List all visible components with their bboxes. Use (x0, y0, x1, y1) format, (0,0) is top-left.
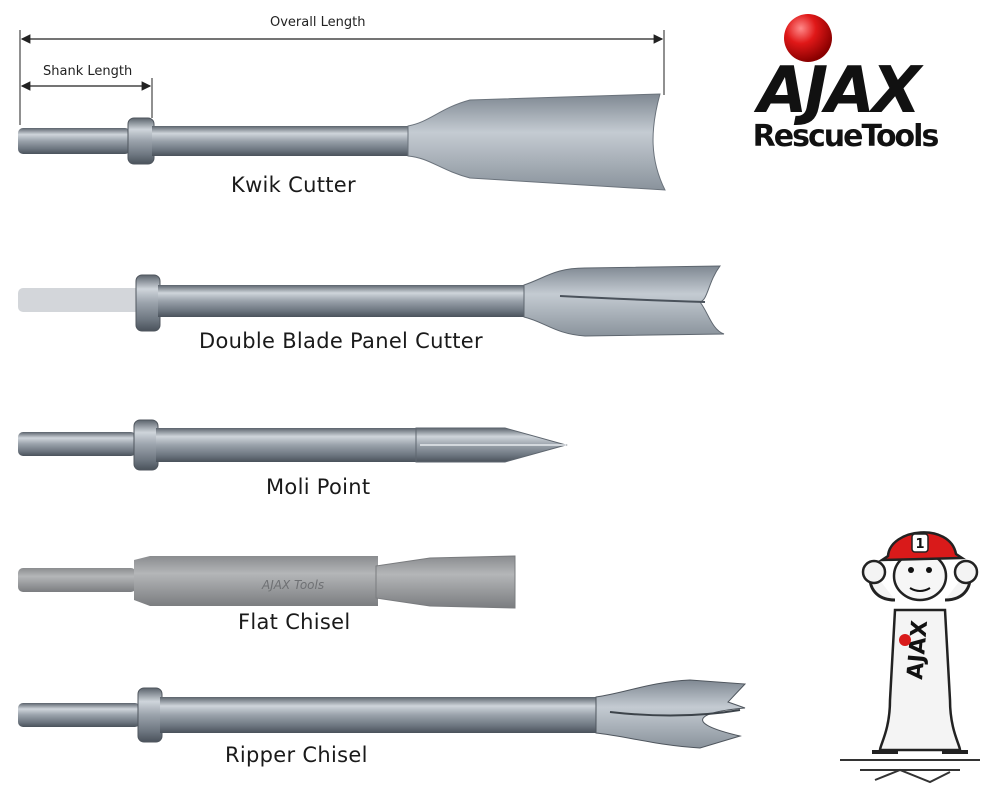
ajax-rescue-tools-logo: AJAX RescueTools (753, 14, 940, 154)
helmet-number-text: 1 (915, 537, 924, 552)
flat-chisel-engraving: AJAX Tools (261, 578, 324, 592)
moli-point-tool (18, 419, 568, 471)
overall-length-label: Overall Length (270, 15, 366, 30)
flat-chisel-label: Flat Chisel (238, 610, 351, 634)
kwik-cutter-tool (18, 93, 666, 191)
logo-brand-text: AJAX (753, 54, 924, 128)
ripper-chisel-tool (18, 679, 747, 749)
firefighter-mascot-icon: AJAX 1 (840, 531, 980, 784)
ripper-chisel-label: Ripper Chisel (225, 743, 368, 767)
moli-point-label: Moli Point (266, 475, 371, 499)
overall-length-dimension (19, 30, 665, 125)
shank-length-dimension (20, 78, 153, 118)
mascot-body-text: AJAX (903, 619, 933, 680)
double-blade-panel-cutter-tool (18, 265, 725, 337)
double-blade-panel-cutter-label: Double Blade Panel Cutter (199, 329, 483, 353)
shank-length-label: Shank Length (43, 64, 133, 79)
logo-tagline-text: RescueTools (753, 119, 939, 154)
red-ball-icon (784, 14, 832, 62)
kwik-cutter-label: Kwik Cutter (231, 173, 356, 197)
flat-chisel-tool: AJAX Tools (18, 555, 516, 609)
